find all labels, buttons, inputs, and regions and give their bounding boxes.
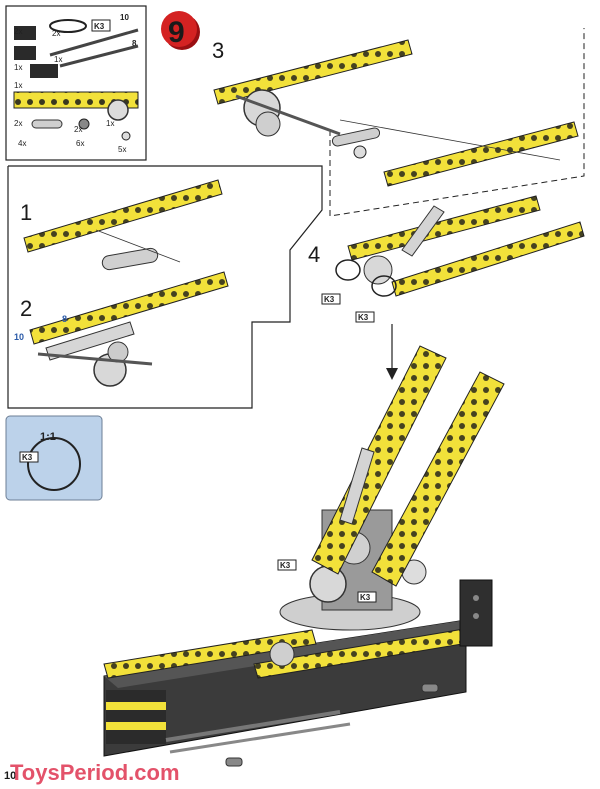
hole-marker-10: 10 <box>14 332 24 342</box>
substep-number: 1 <box>20 200 32 225</box>
k3-tag: K3 <box>94 22 105 31</box>
qty-label: 1x <box>54 55 62 64</box>
liftarm <box>101 247 159 271</box>
gear <box>269 641 295 667</box>
substeps-1-2-panel: 1 2 8 10 <box>7 165 323 409</box>
qty-label: 1x <box>14 63 22 72</box>
substep-number: 4 <box>308 242 320 267</box>
qty-label: 1x <box>106 119 114 128</box>
parts-list-box: K3 10 8 2x 1x 1x 2x 2x 1x 4x 6x 5x 1x 2x <box>5 5 147 161</box>
k3-label: K3 <box>22 453 33 462</box>
bush-part <box>78 118 90 130</box>
liftarm-part <box>31 119 63 129</box>
part-count-10: 10 <box>120 13 129 22</box>
qty-label: 6x <box>76 139 84 148</box>
rubber-band-1-to-1 <box>27 437 81 491</box>
gear-part <box>107 99 129 121</box>
k3-label: K3 <box>324 295 335 304</box>
bush-part <box>121 131 131 141</box>
k3-label: K3 <box>360 593 371 602</box>
rubber-band <box>335 259 361 281</box>
liftarm <box>331 127 381 147</box>
watermark: ToysPeriod.com <box>10 760 180 785</box>
qty-label: 4x <box>18 139 26 148</box>
qty-label: 1x <box>14 81 22 90</box>
axle-part <box>49 28 139 57</box>
qty-label: 2x <box>74 125 82 134</box>
substep-number: 3 <box>212 38 224 63</box>
gear <box>309 565 347 603</box>
hole-marker-8: 8 <box>62 314 67 324</box>
gear <box>255 111 281 137</box>
qty-label: 2x <box>14 119 22 128</box>
gear <box>363 255 393 285</box>
part-count-8: 8 <box>132 39 137 48</box>
main-model-illustration: K3 K3 <box>103 345 505 767</box>
k3-label: K3 <box>358 313 369 322</box>
k3-label: K3 <box>280 561 291 570</box>
bush <box>353 145 367 159</box>
qty-label: 2x <box>52 29 60 38</box>
svg-text:9: 9 <box>168 16 185 49</box>
black-brick-part <box>30 64 58 78</box>
liftarm <box>339 447 375 525</box>
rubber-band-part <box>49 19 87 33</box>
substep-4-area: 4 K3 K3 <box>308 195 585 323</box>
qty-label: 2x <box>14 27 22 36</box>
page-number: 10 <box>4 770 16 782</box>
substep-number: 2 <box>20 296 32 321</box>
step-number-badge: 9 <box>161 11 200 50</box>
black-brick-part <box>14 26 36 40</box>
rubber-band <box>371 275 397 297</box>
substep-3-area: 3 <box>212 28 585 217</box>
qty-label: 5x <box>118 145 126 154</box>
black-brick-part <box>14 46 36 60</box>
liftarm <box>401 205 445 257</box>
axle-part <box>59 44 139 68</box>
scale-reference-box: 1:1 K3 <box>5 415 103 501</box>
